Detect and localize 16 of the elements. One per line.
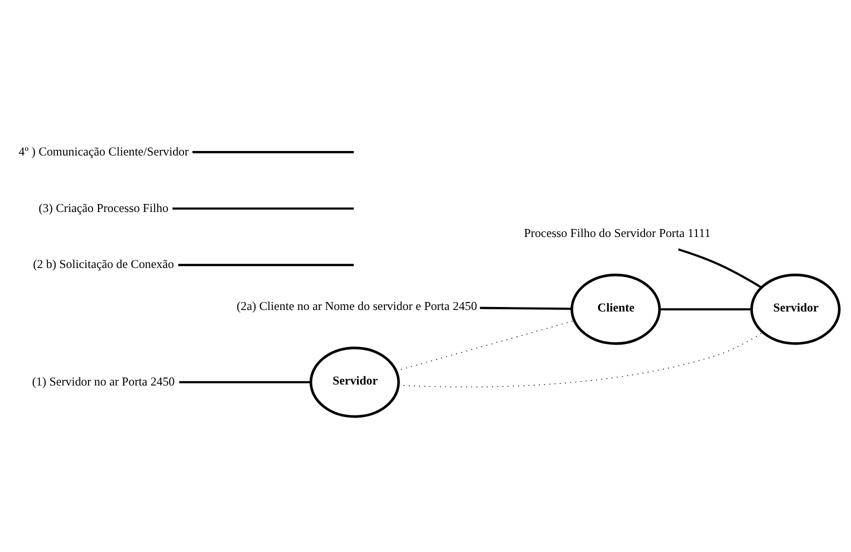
- node-ellipse: Servidor: [750, 273, 841, 344]
- node-text: Processo Filho do Servidor Porta 1111: [524, 225, 711, 240]
- connector: [480, 306, 572, 310]
- node-text: (3) Criação Processo Filho: [38, 200, 168, 214]
- connector: [678, 248, 762, 288]
- connector: [179, 380, 311, 383]
- node-text: 4º ) Comunicação Cliente/Servidor: [18, 144, 189, 158]
- connector: [192, 150, 354, 153]
- node-ellipse: Servidor: [310, 346, 400, 418]
- node-ellipse: Cliente: [570, 273, 661, 344]
- connector: [172, 206, 354, 210]
- node-text: (1) Servidor no ar Porta 2450: [32, 374, 175, 388]
- connector: [178, 263, 354, 266]
- connector: [660, 308, 752, 310]
- node-text: (2 b) Solicitação de Conexão: [32, 256, 174, 271]
- node-text: (2a) Cliente no ar Nome do servidor e Porta 2450: [236, 298, 478, 312]
